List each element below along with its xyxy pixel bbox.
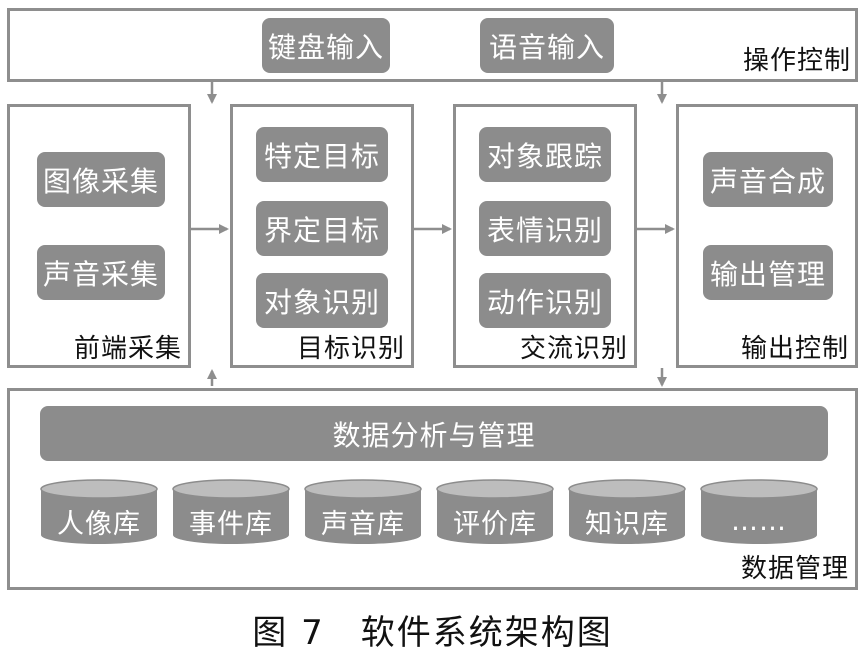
- database-cylinder-icon: [436, 479, 554, 544]
- event-db-label: 事件库: [189, 508, 273, 540]
- output-management-pill: 输出管理: [703, 245, 833, 300]
- target-recognition-panel: 特定目标 界定目标 对象识别 目标识别: [230, 104, 414, 368]
- knowledge-db: 知识库: [568, 479, 686, 545]
- front-capture-label: 前端采集: [73, 334, 182, 364]
- voice-input-pill: 语音输入: [480, 18, 614, 73]
- sound-db-label: 声音库: [321, 508, 405, 540]
- more-db: ……: [700, 479, 818, 545]
- database-cylinder-icon: [304, 479, 422, 544]
- target-recognition-label: 目标识别: [296, 334, 405, 364]
- output-control-panel: 声音合成 输出管理 输出控制: [676, 104, 858, 368]
- portrait-db: 人像库: [40, 479, 158, 545]
- knowledge-db-label: 知识库: [585, 508, 669, 540]
- front-capture-panel: 图像采集 声音采集 前端采集: [7, 104, 191, 368]
- event-db: 事件库: [172, 479, 290, 545]
- communication-recognition-panel: 对象跟踪 表情识别 动作识别 交流识别: [453, 104, 637, 368]
- data-management-panel: 数据分析与管理 人像库 事件库 声音库 评价库 知识库: [7, 388, 858, 590]
- evaluation-db: 评价库: [436, 479, 554, 545]
- operation-control-label: 操作控制: [742, 46, 851, 76]
- database-cylinder-icon: [172, 479, 290, 544]
- image-capture-pill: 图像采集: [37, 152, 165, 207]
- output-control-label: 输出控制: [740, 334, 849, 364]
- specific-target-pill: 特定目标: [256, 127, 388, 182]
- portrait-db-label: 人像库: [57, 508, 141, 540]
- figure-caption: 图 7 软件系统架构图: [252, 613, 613, 653]
- sound-synthesis-pill: 声音合成: [703, 152, 833, 207]
- database-cylinder-icon: [700, 479, 818, 544]
- expression-recognition-pill: 表情识别: [479, 201, 611, 256]
- sound-capture-pill: 声音采集: [37, 245, 165, 300]
- object-recognition-pill: 对象识别: [256, 273, 388, 328]
- object-tracking-pill: 对象跟踪: [479, 127, 611, 182]
- data-analysis-bar: 数据分析与管理: [40, 406, 828, 461]
- evaluation-db-label: 评价库: [453, 508, 537, 540]
- operation-control-panel: 键盘输入 语音输入 操作控制: [7, 8, 858, 82]
- more-db-label: ……: [731, 505, 787, 537]
- database-cylinder-icon: [40, 479, 158, 544]
- sound-db: 声音库: [304, 479, 422, 545]
- action-recognition-pill: 动作识别: [479, 273, 611, 328]
- database-cylinder-icon: [568, 479, 686, 544]
- data-management-label: 数据管理: [740, 554, 849, 584]
- keyboard-input-pill: 键盘输入: [262, 18, 390, 73]
- defined-target-pill: 界定目标: [256, 201, 388, 256]
- communication-recognition-label: 交流识别: [519, 334, 628, 364]
